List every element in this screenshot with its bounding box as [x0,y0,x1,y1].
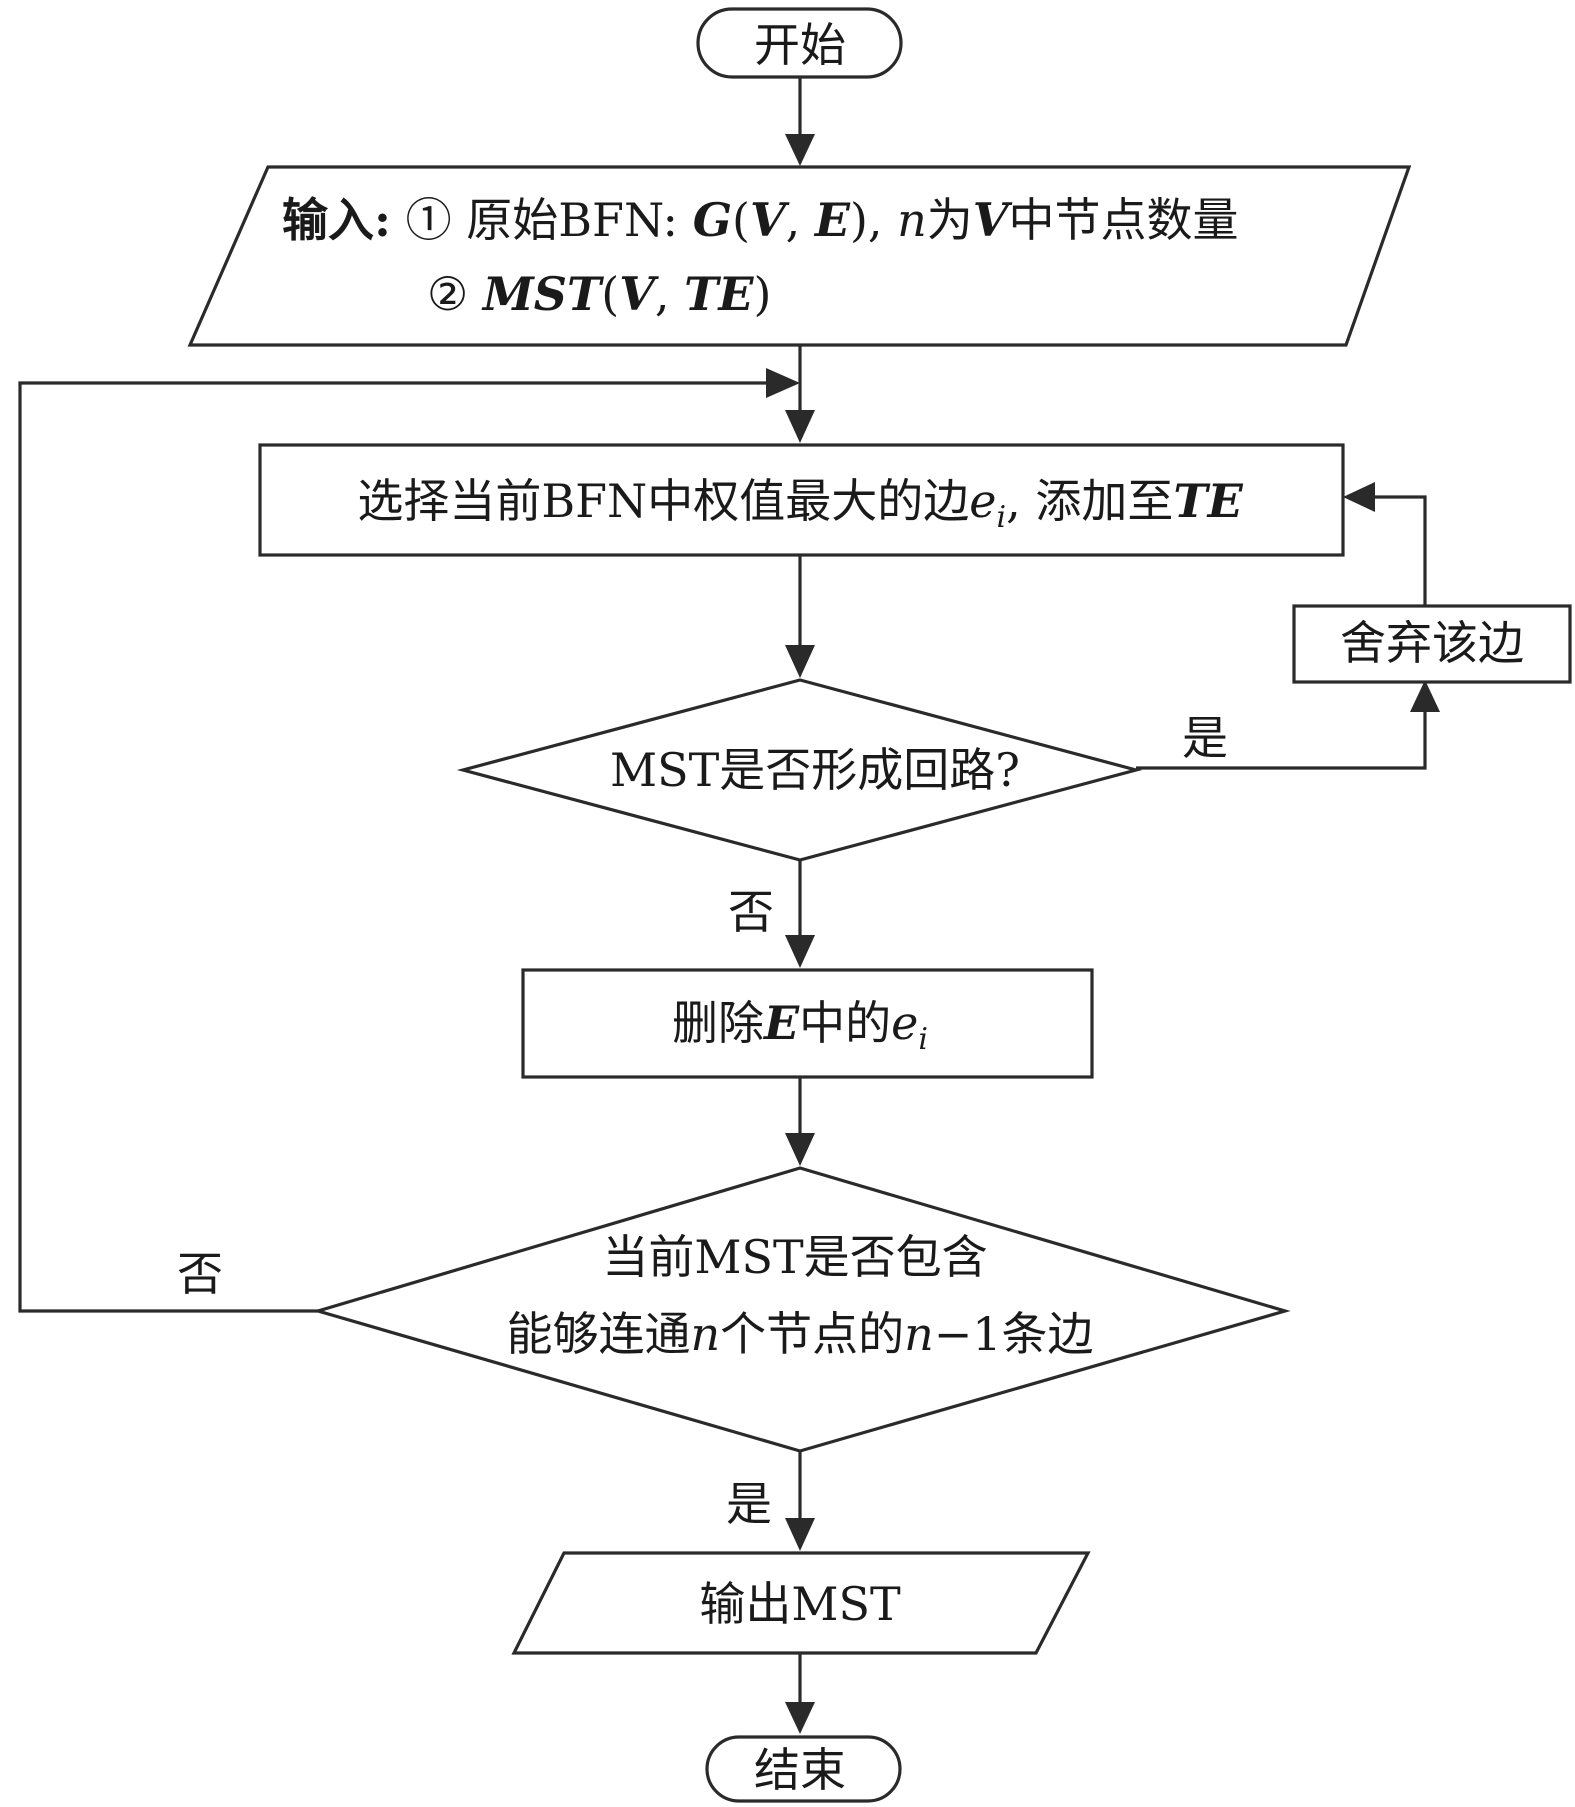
start-node: 开始 [696,7,903,79]
edge-label-loop-no: 否 [728,885,774,939]
input-text-circle-2: ② [427,267,483,321]
arrowhead-input-select [785,410,815,443]
check-complete-diamond-shape [312,1166,1291,1453]
arrowhead-select-check [785,645,815,678]
connector-discard-select [1375,495,1427,606]
output-parallelogram-shape [511,1551,1091,1655]
input-text-paren-close: ), [850,193,897,247]
delete-symbol-E: E [762,996,800,1050]
end-node: 结束 [705,1735,902,1803]
input-line-1: 输入: ① 原始BFN: G(V, E), n为V中节点数量 [282,193,1239,247]
input-text-paren-open: ( [732,193,750,247]
input-symbol-n: n [897,193,927,247]
input-text-wei: 为 [927,193,973,247]
delete-node: 删除E中的ei [521,968,1094,1079]
input-parallelogram-shape [187,165,1412,347]
check-complete-text-nodes: 个节点的 [720,1307,904,1361]
input-symbol-TE: TE [684,267,754,321]
input-line-2: ② MST(V, TE) [427,267,771,321]
check-complete-symbol-n1: n [690,1307,720,1361]
output-node: 输出MST [511,1551,1091,1655]
arrowhead-loop-back [766,368,800,398]
arrowhead-check-delete [785,935,815,968]
arrowhead-output-end [785,1702,815,1734]
arrowhead-start-input [785,134,815,166]
select-text-add-to: , 添加至 [1006,474,1173,528]
input-symbol-E: E [813,193,851,247]
connectors [18,77,1440,1734]
delete-process-shape [521,968,1094,1079]
connector-loop-back [18,381,780,1313]
check-loop-diamond-shape [456,678,1143,862]
input-symbol-V2: V [973,193,1013,247]
delete-subscript-i: i [918,1022,928,1057]
arrowhead-delete-complete [785,1133,815,1166]
input-text-paren-close-2: ) [753,267,771,321]
arrowhead-complete-output [785,1518,815,1551]
input-label: 输入: [282,193,391,247]
input-symbol-G: G [693,193,732,247]
input-symbol-V: V [750,193,790,247]
input-text-comma: , [786,193,815,247]
check-loop-node: MST是否形成回路? [456,678,1143,862]
connector-check-discard [1136,712,1427,770]
input-node: 输入: ① 原始BFN: G(V, E), n为V中节点数量 ② MST(V, … [187,165,1412,347]
input-text-paren-open-2: ( [601,267,619,321]
edge-label-loop-yes: 是 [1182,711,1228,765]
discard-label: 舍弃该边 [1340,616,1524,670]
delete-symbol-e: e [891,996,918,1050]
check-complete-text-connect: 能够连通 [506,1307,690,1361]
delete-label: 删除E中的ei [672,996,928,1057]
input-symbol-V3: V [619,267,659,321]
output-label: 输出MST [699,1577,901,1631]
check-loop-label: MST是否形成回路? [610,743,1020,797]
input-text-original-bfn: ① 原始BFN: [391,193,693,247]
select-symbol-e: e [969,474,996,528]
delete-text-in: 中的 [799,996,891,1050]
select-label: 选择当前BFN中权值最大的边ei, 添加至TE [357,474,1243,535]
edge-label-complete-no: 否 [177,1247,223,1301]
arrowhead-discard-select [1343,482,1375,512]
select-text: 选择当前BFN中权值最大的边 [357,474,969,528]
input-symbol-MST: MST [481,267,605,321]
start-label: 开始 [754,18,846,72]
end-label: 结束 [754,1743,846,1797]
check-complete-node: 当前MST是否包含 能够连通n个节点的n−1条边 [312,1166,1291,1453]
end-terminal-shape [705,1735,902,1803]
select-node: 选择当前BFN中权值最大的边ei, 添加至TE [258,443,1345,557]
start-terminal-shape [696,7,903,79]
delete-text: 删除 [672,996,764,1050]
input-text-comma-2: , [655,267,684,321]
check-complete-line-2: 能够连通n个节点的n−1条边 [506,1307,1093,1361]
discard-process-shape [1292,604,1572,684]
arrowhead-check-discard [1410,680,1440,712]
edge-label-complete-yes: 是 [726,1477,772,1531]
select-process-shape [258,443,1345,557]
check-complete-symbol-n2: n [904,1307,934,1361]
select-symbol-TE: TE [1173,474,1243,528]
check-complete-text-edges: −1条边 [934,1307,1094,1361]
check-complete-line-1: 当前MST是否包含 [602,1230,987,1284]
select-subscript-i: i [997,500,1007,535]
discard-node: 舍弃该边 [1292,604,1572,684]
input-text-node-count: 中节点数量 [1009,193,1239,247]
